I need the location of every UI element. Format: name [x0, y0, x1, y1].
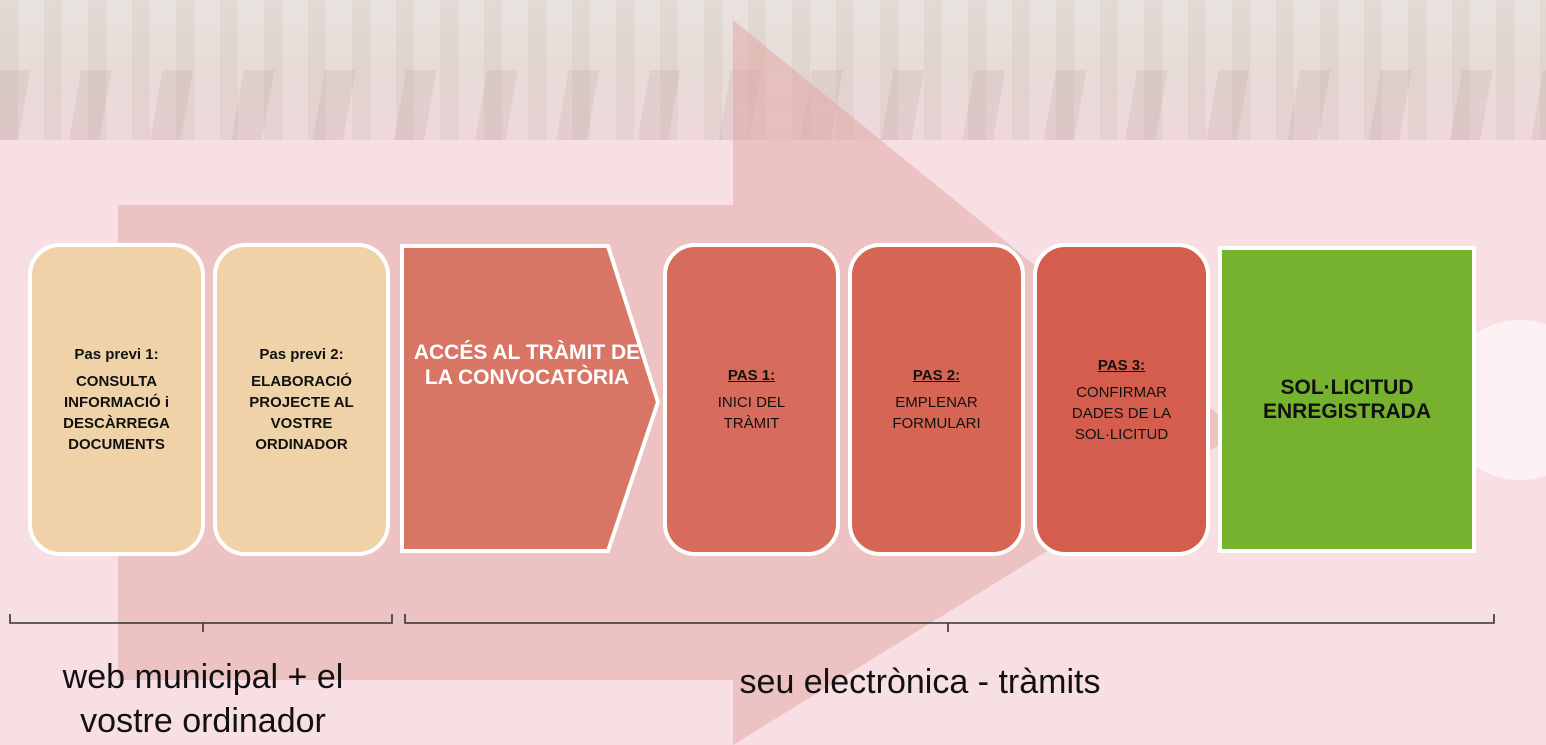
access-chevron-label: ACCÉS AL TRÀMIT DE LA CONVOCATÒRIA — [413, 341, 641, 389]
step-2-text: EMPLENAR FORMULARI — [892, 394, 981, 432]
step-3-box: PAS 3: CONFIRMAR DADES DE LA SOL·LICITUD — [1033, 243, 1210, 556]
previous-step-2-text: ELABORACIÓ PROJECTE AL VOSTRE ORDINADOR — [249, 373, 354, 453]
previous-step-2-box: Pas previ 2: ELABORACIÓ PROJECTE AL VOST… — [213, 243, 390, 556]
left-group-label: web municipal + el vostre ordinador — [62, 658, 344, 740]
final-step-label: SOL·LICITUD ENREGISTRADA — [1262, 375, 1431, 423]
step-2-title: PAS 2: — [912, 367, 961, 384]
step-1-title: PAS 1: — [727, 367, 776, 384]
previous-step-1-box: Pas previ 1: CONSULTA INFORMACIÓ i DESCÀ… — [28, 243, 205, 556]
previous-step-2-title: Pas previ 2: — [259, 346, 344, 363]
previous-step-1-title: Pas previ 1: — [74, 346, 159, 363]
step-3-title: PAS 3: — [1097, 356, 1146, 374]
right-group-label: seu electrònica - tràmits — [739, 663, 1101, 701]
left-group-brace — [9, 614, 393, 632]
previous-step-1-text: CONSULTA INFORMACIÓ i DESCÀRREGA DOCUMEN… — [63, 373, 170, 453]
step-1-box: PAS 1: INICI DEL TRÀMIT — [663, 243, 840, 556]
final-step-box: SOL·LICITUD ENREGISTRADA — [1218, 246, 1476, 553]
step-2-box: PAS 2: EMPLENAR FORMULARI — [848, 243, 1025, 556]
step-3-text: CONFIRMAR DADES DE LA SOL·LICITUD — [1071, 383, 1172, 443]
step-1-text: INICI DEL TRÀMIT — [717, 394, 786, 432]
right-group-brace — [404, 614, 1495, 632]
